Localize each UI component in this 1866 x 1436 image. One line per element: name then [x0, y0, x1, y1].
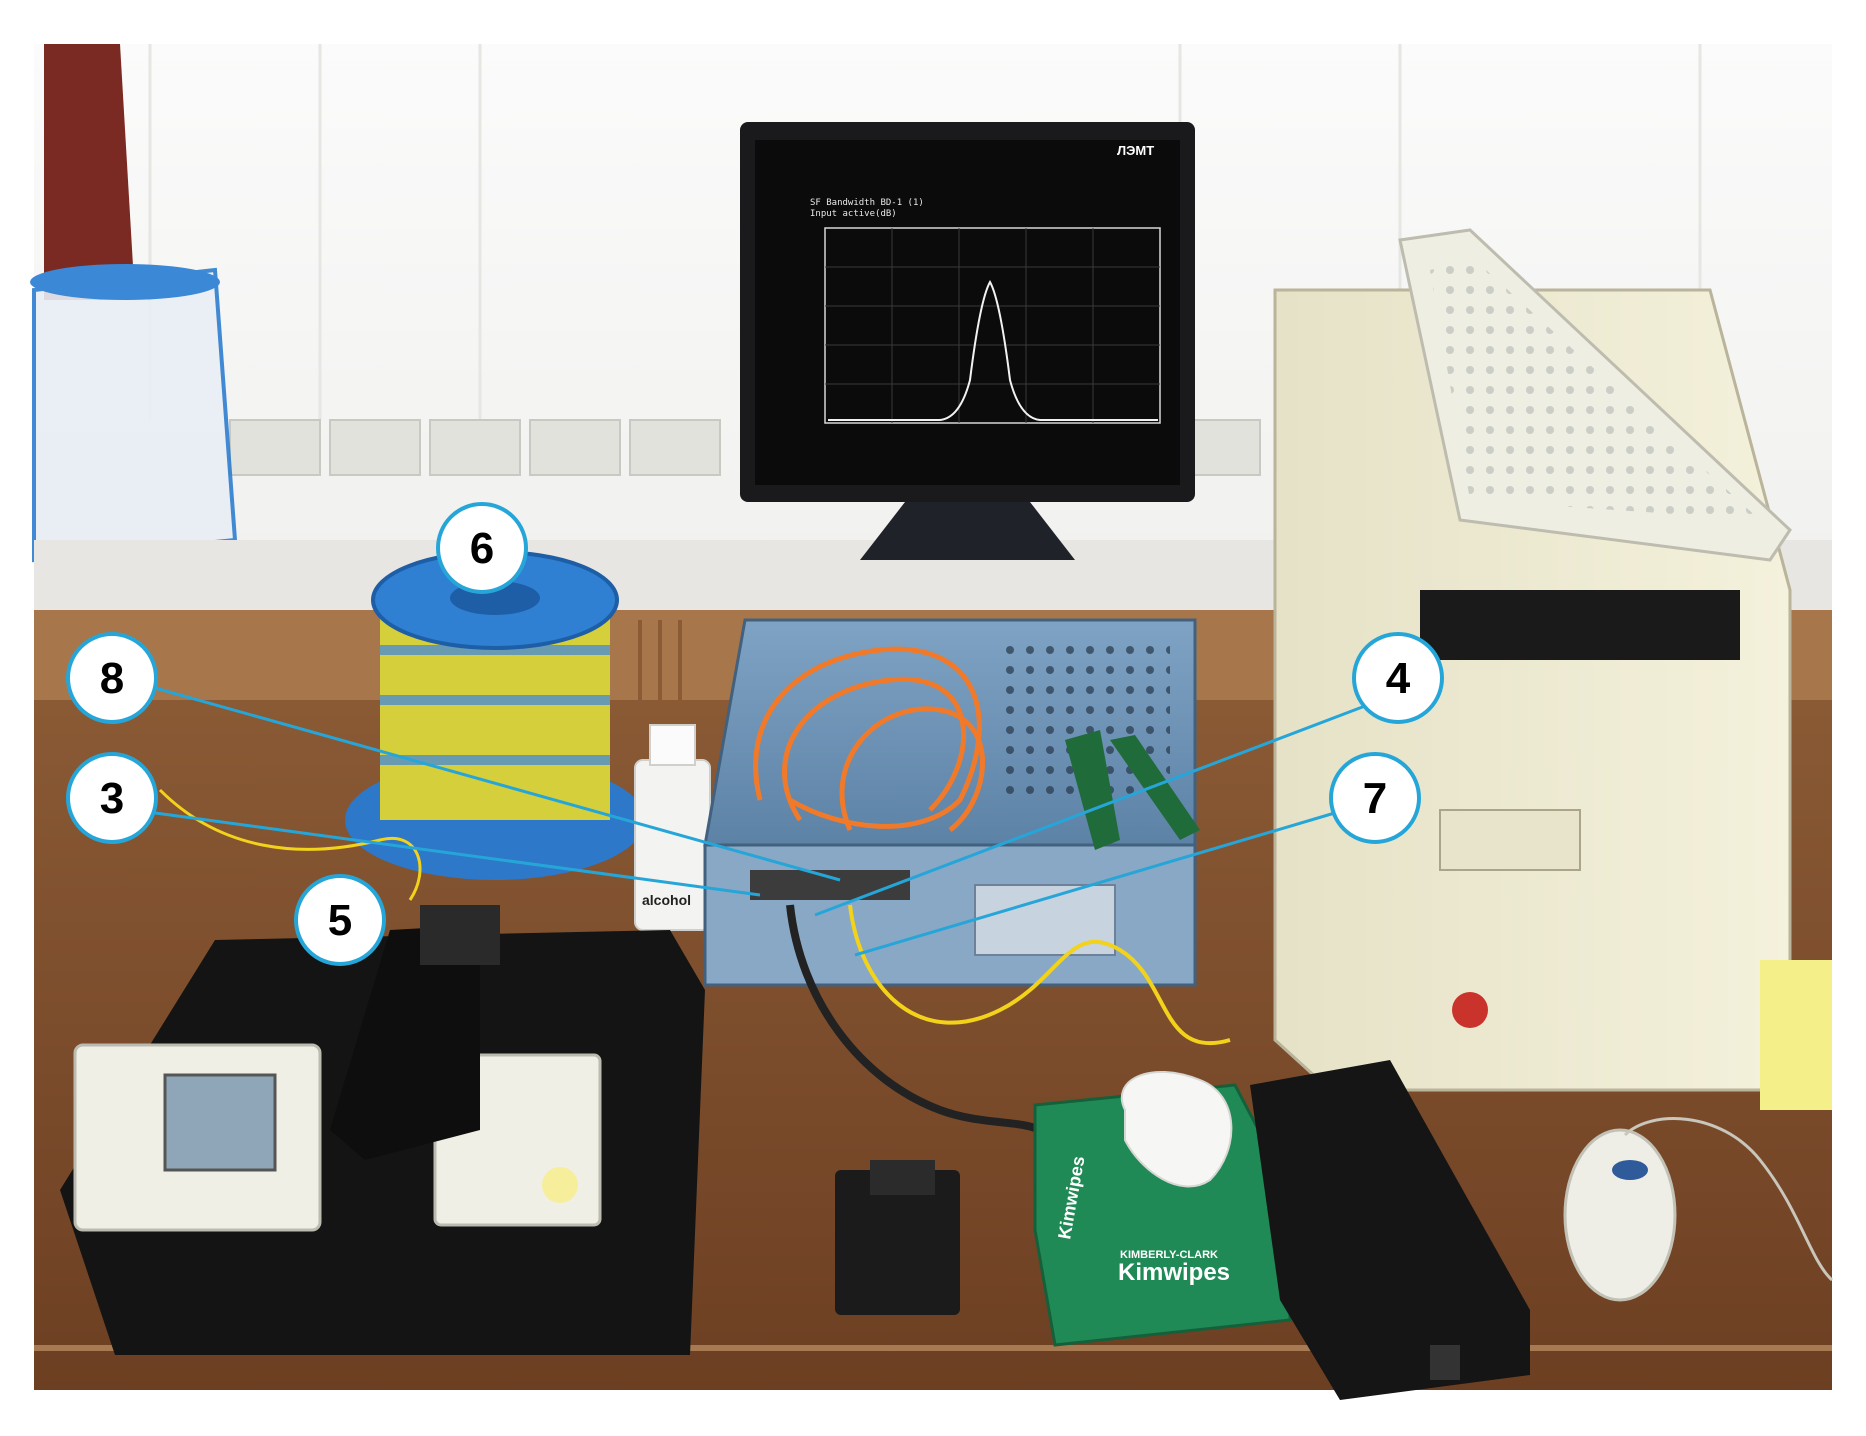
- monitor-screen: [755, 140, 1180, 485]
- callout-7-label: 7: [1363, 774, 1387, 823]
- black-box-connector: [1430, 1345, 1460, 1380]
- splicer-arm: [330, 925, 480, 1160]
- callout-4: 4: [1352, 632, 1444, 724]
- screen-line-1: SF Bandwidth BD-1 (1): [810, 198, 924, 208]
- pc-drive-bay: [1420, 590, 1740, 660]
- splicer-yellow-button: [542, 1167, 578, 1203]
- callout-8: 8: [66, 632, 158, 724]
- pc-floppy-bay: [1439, 809, 1581, 871]
- instrument-port: [750, 870, 910, 900]
- measurement-instrument: [703, 618, 1197, 987]
- callout-8-label: 8: [100, 654, 124, 703]
- container-lid: [30, 264, 220, 300]
- screen-plot-peak: [828, 279, 1158, 421]
- sticker-note: [1760, 960, 1832, 1110]
- alcohol-label: alcohol: [642, 892, 691, 908]
- callout-6-label: 6: [470, 524, 494, 573]
- callout-3-label: 3: [100, 774, 124, 823]
- yellow-fiber-left: [158, 788, 422, 901]
- leader-lines: [147, 684, 1366, 957]
- leader-4: [814, 704, 1366, 917]
- callout-3: 3: [66, 752, 158, 844]
- fusion-splicer: [60, 905, 705, 1355]
- leader-3: [147, 810, 761, 897]
- screen-line-2: Input active(dB): [810, 209, 897, 219]
- monitor: ЛЭМТ SF Bandwidth BD-1 (1) Input active(…: [740, 122, 1195, 560]
- orange-fiber-cords: [753, 646, 985, 832]
- screen-plot-grid: [825, 228, 1160, 423]
- leader-8: [147, 684, 841, 882]
- splicer-heater: [420, 905, 500, 965]
- callout-7: 7: [1329, 752, 1421, 844]
- yellow-fiber: [848, 904, 1231, 1046]
- tissue-brand: Kimwipes: [1118, 1259, 1230, 1286]
- fiber-spool: [345, 550, 645, 880]
- monitor-brand: ЛЭМТ: [1117, 143, 1154, 158]
- pc-logo: [1452, 992, 1488, 1028]
- tissue-box: KIMBERLY-CLARK Kimwipes Kimwipes: [1033, 1071, 1292, 1347]
- monitor-stand: [860, 502, 1075, 560]
- fiber-cleaver: [835, 1160, 960, 1315]
- black-box: [1250, 1060, 1530, 1400]
- callout-5-label: 5: [328, 896, 352, 945]
- keyboard: [1398, 228, 1792, 562]
- leader-7: [854, 810, 1339, 957]
- instrument-controls: [974, 884, 1116, 956]
- mouse-cable: [1623, 1117, 1834, 1282]
- plastic-container: [32, 267, 238, 563]
- tissue-brand-small: KIMBERLY-CLARK: [1120, 1249, 1218, 1261]
- instrument-front-panel: [703, 843, 1197, 987]
- callout-6: 6: [436, 502, 528, 594]
- screen-plot-frame: [824, 227, 1161, 424]
- red-cone: [44, 44, 135, 300]
- callout-5: 5: [294, 874, 386, 966]
- wire-stripper: [1065, 730, 1200, 850]
- alcohol-bottle: alcohol: [634, 724, 711, 931]
- splicer-screen: [163, 1073, 277, 1172]
- window-blinds: [229, 419, 1261, 476]
- mouse: [1563, 1128, 1677, 1302]
- black-cable: [786, 904, 1042, 1134]
- callout-4-label: 4: [1386, 654, 1411, 703]
